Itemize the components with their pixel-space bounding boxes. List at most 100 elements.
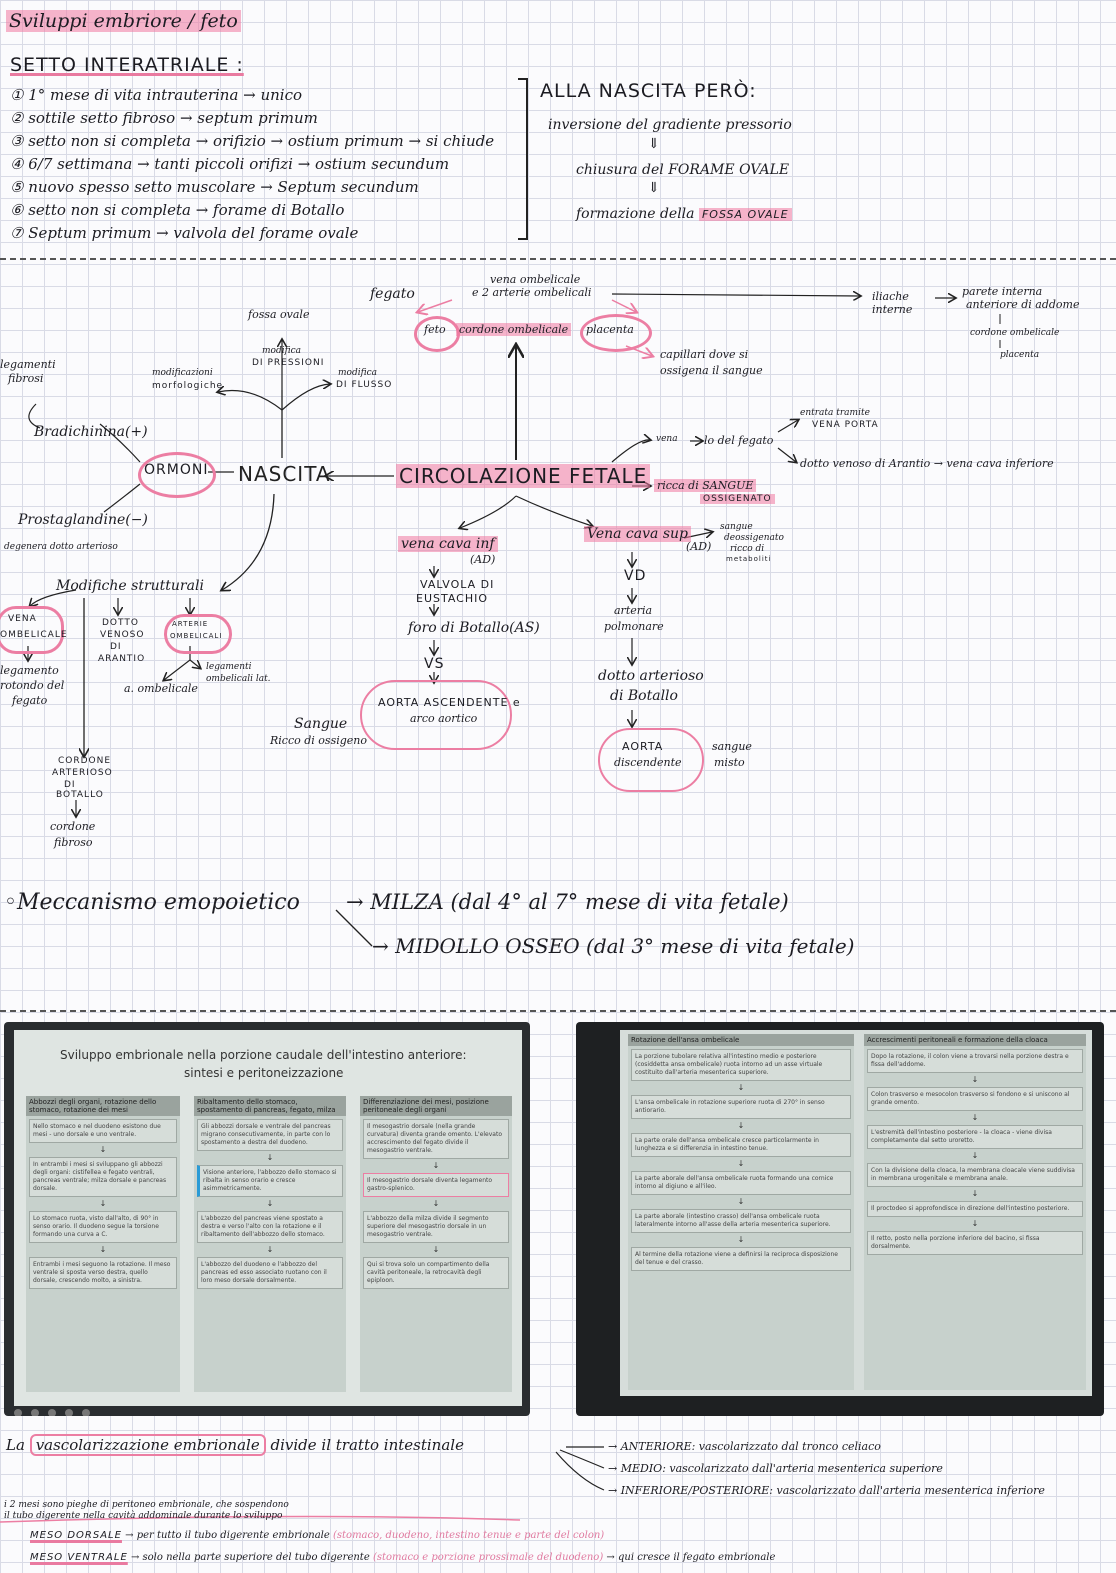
slide-box: Il mesogastrio dorsale (nella grande cur… — [363, 1119, 509, 1159]
label-morfologiche: morfologiche — [152, 381, 224, 391]
col-header: Abbozzi degli organi, rotazione dello st… — [26, 1096, 180, 1116]
label-arco: arco aortico — [410, 712, 478, 725]
page-title-text: Sviluppi embriore / feto — [6, 10, 241, 32]
slide-box: L'abbozzo della milza divide il segmento… — [363, 1211, 509, 1243]
arrow-down-icon: ↓ — [971, 1219, 979, 1228]
label-arterie-omb2: OMBELICALI — [170, 632, 223, 640]
meso-ventrale-end: → qui cresce il fegato embrionale — [606, 1552, 776, 1563]
label-sangue-deoss3: ricco di — [730, 544, 765, 554]
label-arteria: arteria — [614, 604, 653, 617]
grid-icon[interactable] — [65, 1409, 74, 1416]
label-capillari2: ossigena il sangue — [660, 364, 763, 377]
label-vena-ramo: vena — [656, 434, 678, 444]
slide-box: Il mesogastrio dorsale diventa legamento… — [363, 1173, 509, 1197]
more-icon[interactable] — [82, 1409, 91, 1416]
arrow-down-icon: ↓ — [266, 1245, 274, 1254]
label-iliache: iliache — [872, 290, 909, 303]
arrow-down-icon: ↓ — [971, 1189, 979, 1198]
label-anteriore: anteriore di addome — [966, 298, 1080, 311]
arrow-down-icon: ↓ — [737, 1235, 745, 1244]
label-vena-omb: VENA — [8, 614, 37, 624]
emopoiesi-midollo: → MIDOLLO OSSEO (dal 3° mese di vita fet… — [372, 934, 855, 958]
label-bradichinina: Bradichinina(+) — [34, 424, 148, 440]
setto-title-text: SETTO INTERATRIALE : — [10, 54, 244, 76]
slide-box: In entrambi i mesi si sviluppano gli abb… — [29, 1157, 177, 1197]
meso-ventrale-text: → solo nella parte superiore del tubo di… — [130, 1552, 370, 1563]
arrow-down-icon: ↓ — [266, 1153, 274, 1162]
label-placenta2: placenta — [1000, 350, 1040, 360]
arrow-down-icon: ↓ — [737, 1121, 745, 1130]
vasc-lead: La — [6, 1436, 25, 1454]
slide-box: L'abbozzo del pancreas viene spostato a … — [197, 1211, 343, 1243]
label-legamenti-omb2: ombelicali lat. — [206, 674, 271, 684]
mesi-intro-1: i 2 mesi sono pieghe di peritoneo embrio… — [4, 1500, 289, 1510]
arrow-down-icon: ↓ — [971, 1113, 979, 1122]
slide-box: Dopo la rotazione, il colon viene a trov… — [867, 1049, 1083, 1073]
label-vena-porta: VENA PORTA — [812, 420, 879, 430]
slide-box: Gli abbozzi dorsale e ventrale del pancr… — [197, 1119, 343, 1151]
label-fossa-ovale: fossa ovale — [248, 308, 310, 321]
setto-item: ④ 6/7 settimana → tanti piccoli orifizi … — [10, 155, 450, 173]
arrow-down-icon: ↓ — [266, 1199, 274, 1208]
label-placenta: placenta — [586, 323, 634, 336]
arrow-down-icon: ⇓ — [648, 136, 660, 152]
label-capillari: capillari dove si — [660, 348, 749, 361]
pen-icon[interactable] — [31, 1409, 40, 1416]
label-sangue-ricco: Sangue — [294, 716, 348, 732]
ossigenato-text: OSSIGENATO — [700, 494, 775, 504]
meso-ventrale-paren: (stomaco e porzione prossimale del duode… — [372, 1552, 604, 1563]
arterie-omb-oval — [164, 614, 232, 654]
label-aorta-disc: AORTA — [622, 740, 664, 753]
label-cordone-art2: ARTERIOSO — [52, 768, 113, 778]
label-degenera: degenera dotto arterioso — [4, 542, 118, 552]
bracket — [518, 78, 528, 240]
col-header: Rotazione dell'ansa ombelicale — [628, 1034, 854, 1046]
label-aorta-disc2: discendente — [614, 756, 682, 769]
setto-title: SETTO INTERATRIALE : — [10, 54, 244, 76]
page-title: Sviluppi embriore / feto — [6, 10, 241, 32]
setto-item: ① 1° mese di vita intrauterina → unico — [10, 86, 303, 104]
cordone-text: cordone ombelicale — [456, 323, 572, 336]
label-dotto-venoso: dotto venoso di Arantio → vena cava infe… — [800, 457, 1054, 470]
circolazione-text: CIRCOLAZIONE FETALE — [396, 464, 651, 488]
label-parete: parete interna — [962, 285, 1043, 298]
arrow-down-icon: ↓ — [432, 1161, 440, 1170]
slide-2-col2: Accrescimenti peritoneali e formazione d… — [864, 1034, 1086, 1390]
vena-omb-oval — [0, 606, 64, 654]
label-cordone-omb2: cordone ombelicale — [970, 328, 1060, 338]
slide-box: Con la divisione della cloaca, la membra… — [867, 1163, 1083, 1187]
setto-item: ② sottile setto fibroso → septum primum — [10, 109, 318, 127]
slide-1-col1: Abbozzi degli organi, rotazione dello st… — [26, 1096, 180, 1392]
label-sangue-misto: sangue — [712, 740, 752, 753]
label-vena-ombelicale: vena ombelicale — [490, 273, 581, 286]
pen-icon[interactable] — [14, 1409, 22, 1416]
placenta-oval — [580, 314, 652, 352]
label-dotto-venoso4: DI — [110, 642, 122, 652]
col-header: Differenziazione dei mesi, posizione per… — [360, 1096, 512, 1116]
vasc-highlight: vascolarizzazione embrionale — [29, 1434, 266, 1456]
arrow-down-icon: ↓ — [99, 1145, 107, 1154]
col-header: Ribaltamento dello stomaco, spostamento … — [194, 1096, 346, 1116]
label-modificazioni: modificazioni — [152, 368, 213, 378]
arrow-down-icon: ↓ — [432, 1245, 440, 1254]
label-legamento: legamento — [0, 664, 59, 677]
divider — [0, 1010, 1116, 1012]
slide-toolbar[interactable] — [14, 1402, 114, 1416]
vasc-posteriore: → INFERIORE/POSTERIORE: vascolarizzato d… — [608, 1484, 1045, 1497]
slide-box: Il proctodeo si approfondisce in direzio… — [867, 1201, 1083, 1217]
label-arterie-omb: ARTERIE — [172, 620, 209, 628]
col-header: Accrescimenti peritoneali e formazione d… — [864, 1034, 1086, 1046]
slide-box: L'estremità dell'intestino posteriore - … — [867, 1125, 1083, 1149]
label-nascita: NASCITA — [238, 462, 331, 486]
label-polmonare: polmonare — [604, 620, 664, 633]
setto-item: ⑤ nuovo spesso setto muscolare → Septum … — [10, 178, 419, 196]
label-ad2: (AD) — [686, 540, 712, 553]
label-dotto-arterioso: dotto arterioso — [598, 668, 704, 684]
label-eustachio: EUSTACHIO — [416, 592, 489, 605]
slide-box: La parte aborale (intestino crasso) dell… — [631, 1209, 851, 1233]
meso-dorsale-label: MESO DORSALE — [30, 1530, 122, 1541]
search-icon[interactable] — [48, 1409, 57, 1416]
slide-box: Il retto, posto nella porzione inferiore… — [867, 1231, 1083, 1255]
label-ricca: ricca di SANGUE — [654, 479, 757, 492]
